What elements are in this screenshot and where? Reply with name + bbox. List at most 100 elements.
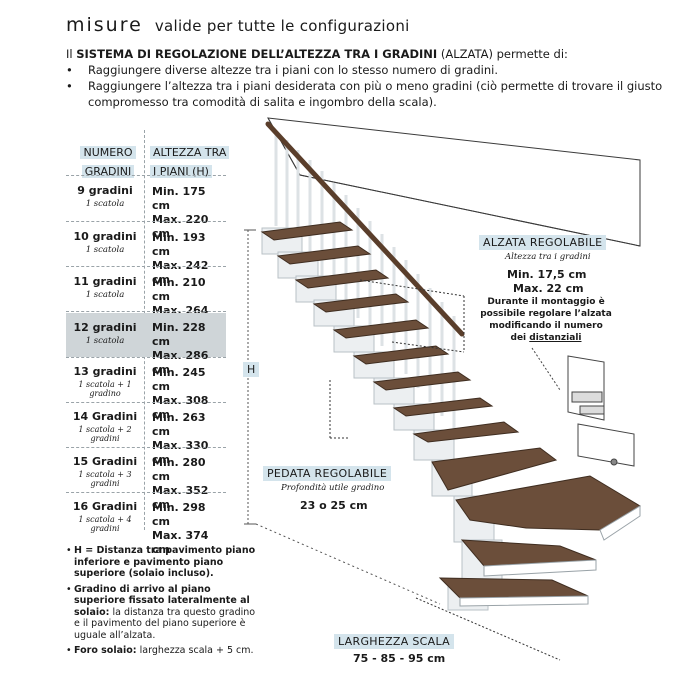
boxes-cell: 1 scatola + 2 gradini [78,425,132,443]
table-row: 16 Gradini 1 scatola + 4 gradini Min. 29… [66,494,226,556]
alzata-note-line: possibile regolare l’alzata [480,309,612,319]
alzata-note-line: Durante il montaggio è [487,297,605,307]
col1-header: NUMERO GRADINI [78,141,138,179]
pedata-title: PEDATA REGOLABILE [263,466,392,481]
max-value: Max. 308 cm [152,394,209,421]
boxes-cell: 1 scatola [85,199,125,209]
note-item: Gradino di arrivo al piano superiore fis… [66,584,256,642]
notes-block: H = Distanza tra pavimento piano inferio… [66,545,256,661]
intro-bold: SISTEMA DI REGOLAZIONE DELL’ALTEZZA TRA … [76,47,438,61]
note-item: H = Distanza tra pavimento piano inferio… [66,545,256,580]
intro-bullet-1: Raggiungere diverse altezze tra i piani … [66,62,666,78]
intro-prefix: Il [66,47,77,61]
steps-cell: 13 gradini [73,365,137,378]
min-value: Min. 175 cm [152,185,206,212]
alzata-title: ALZATA REGOLABILE [479,235,607,250]
intro-bullet-2: Raggiungere l’altezza tra i piani deside… [66,78,666,110]
alzata-note-prefix: dei [510,333,530,343]
steps-cell: 12 gradini [73,321,137,334]
row-divider [66,221,226,222]
boxes-cell: 1 scatola [85,245,125,255]
balusters [274,132,456,430]
intro-line: Il SISTEMA DI REGOLAZIONE DELL’ALTEZZA T… [66,46,666,62]
spacer-detail [531,347,635,467]
title-rest: valide per tutte le configurazioni [154,17,410,35]
intro-suffix: (ALZATA) permette di: [437,47,568,61]
col1-header-l1: NUMERO [80,146,136,159]
pedata-subtitle: Profondità utile gradino [281,483,385,493]
boxes-cell: 1 scatola + 1 gradino [78,380,132,398]
steps-cell: 9 gradini [77,184,133,197]
alzata-dimension [359,279,465,353]
steps-cell: 11 gradini [73,275,137,288]
steps-cell: 15 Gradini [72,455,138,468]
row-divider [66,175,226,176]
table-row: 13 gradini 1 scatola + 1 gradino Min. 24… [66,359,226,421]
pedata-dimension [329,380,350,439]
boxes-cell: 1 scatola + 4 gradini [78,515,132,533]
col2-header-l2: I PIANI (H) [150,165,212,178]
table-row: 15 Gradini 1 scatola + 3 gradini Min. 28… [66,449,226,511]
max-value: Max. 352 cm [152,484,209,511]
row-divider [66,357,226,358]
row-divider [66,492,226,493]
page-title: misure valide per tutte le configurazioni [66,14,410,36]
steps-cell: 10 gradini [73,230,137,243]
max-value: Max. 330 cm [152,439,209,466]
alzata-min: Min. 17,5 cm [507,268,587,281]
note-text: la distanza tra questo gradino e il pavi… [74,606,256,641]
boxes-cell: 1 scatola [85,290,125,300]
note-bold: Foro solaio: [74,645,137,656]
alzata-note: Durante il montaggio è possibile regolar… [472,296,620,344]
row-divider [66,402,226,403]
h-label: H [243,362,260,377]
min-value: Min. 193 cm [152,231,206,258]
handrail [265,121,465,337]
boxes-cell: 1 scatola [85,336,125,346]
min-value: Min. 245 cm [152,366,206,393]
alzata-max: Max. 22 cm [513,282,584,295]
note-bold: H = Distanza tra pavimento piano inferio… [74,545,256,579]
intro-block: Il SISTEMA DI REGOLAZIONE DELL’ALTEZZA T… [66,46,666,110]
note-text: larghezza scala + 5 cm. [136,645,254,656]
min-value: Min. 263 cm [152,411,206,438]
min-value: Min. 280 cm [152,456,206,483]
pedata-value: 23 o 25 cm [300,499,368,512]
larghezza-title: LARGHEZZA SCALA [334,634,454,649]
alzata-subtitle: Altezza tra i gradini [505,252,591,262]
larghezza-value: 75 - 85 - 95 cm [353,652,446,665]
note-item: Foro solaio: larghezza scala + 5 cm. [66,645,256,657]
alzata-note-line: modificando il numero [489,321,603,331]
min-value: Min. 298 cm [152,501,206,528]
treads [260,221,641,599]
col2-header-l1: ALTEZZA TRA [150,146,230,159]
row-divider [66,311,226,312]
max-value: Max. 242 cm [152,259,209,286]
col1-header-l2: GRADINI [81,165,135,178]
row-divider [66,447,226,448]
table-row: 14 Gradini 1 scatola + 2 gradini Min. 26… [66,404,226,466]
max-value: Max. 220 cm [152,213,209,240]
min-value: Min. 210 cm [152,276,206,303]
min-value: Min. 228 cm [152,321,206,348]
row-divider [66,266,226,267]
title-word: misure [66,14,143,36]
alzata-note-underlined: distanziali [529,333,582,343]
col2-header: ALTEZZA TRA I PIANI (H) [150,141,230,179]
steps-cell: 14 Gradini [72,410,138,423]
steps-cell: 16 Gradini [72,500,138,513]
boxes-cell: 1 scatola + 3 gradini [78,470,132,488]
max-value: Max. 286 cm [152,349,209,376]
alzata-note-line: dei distanziali [472,332,620,344]
note-bold: Gradino di arrivo al piano superiore fis… [74,583,250,618]
